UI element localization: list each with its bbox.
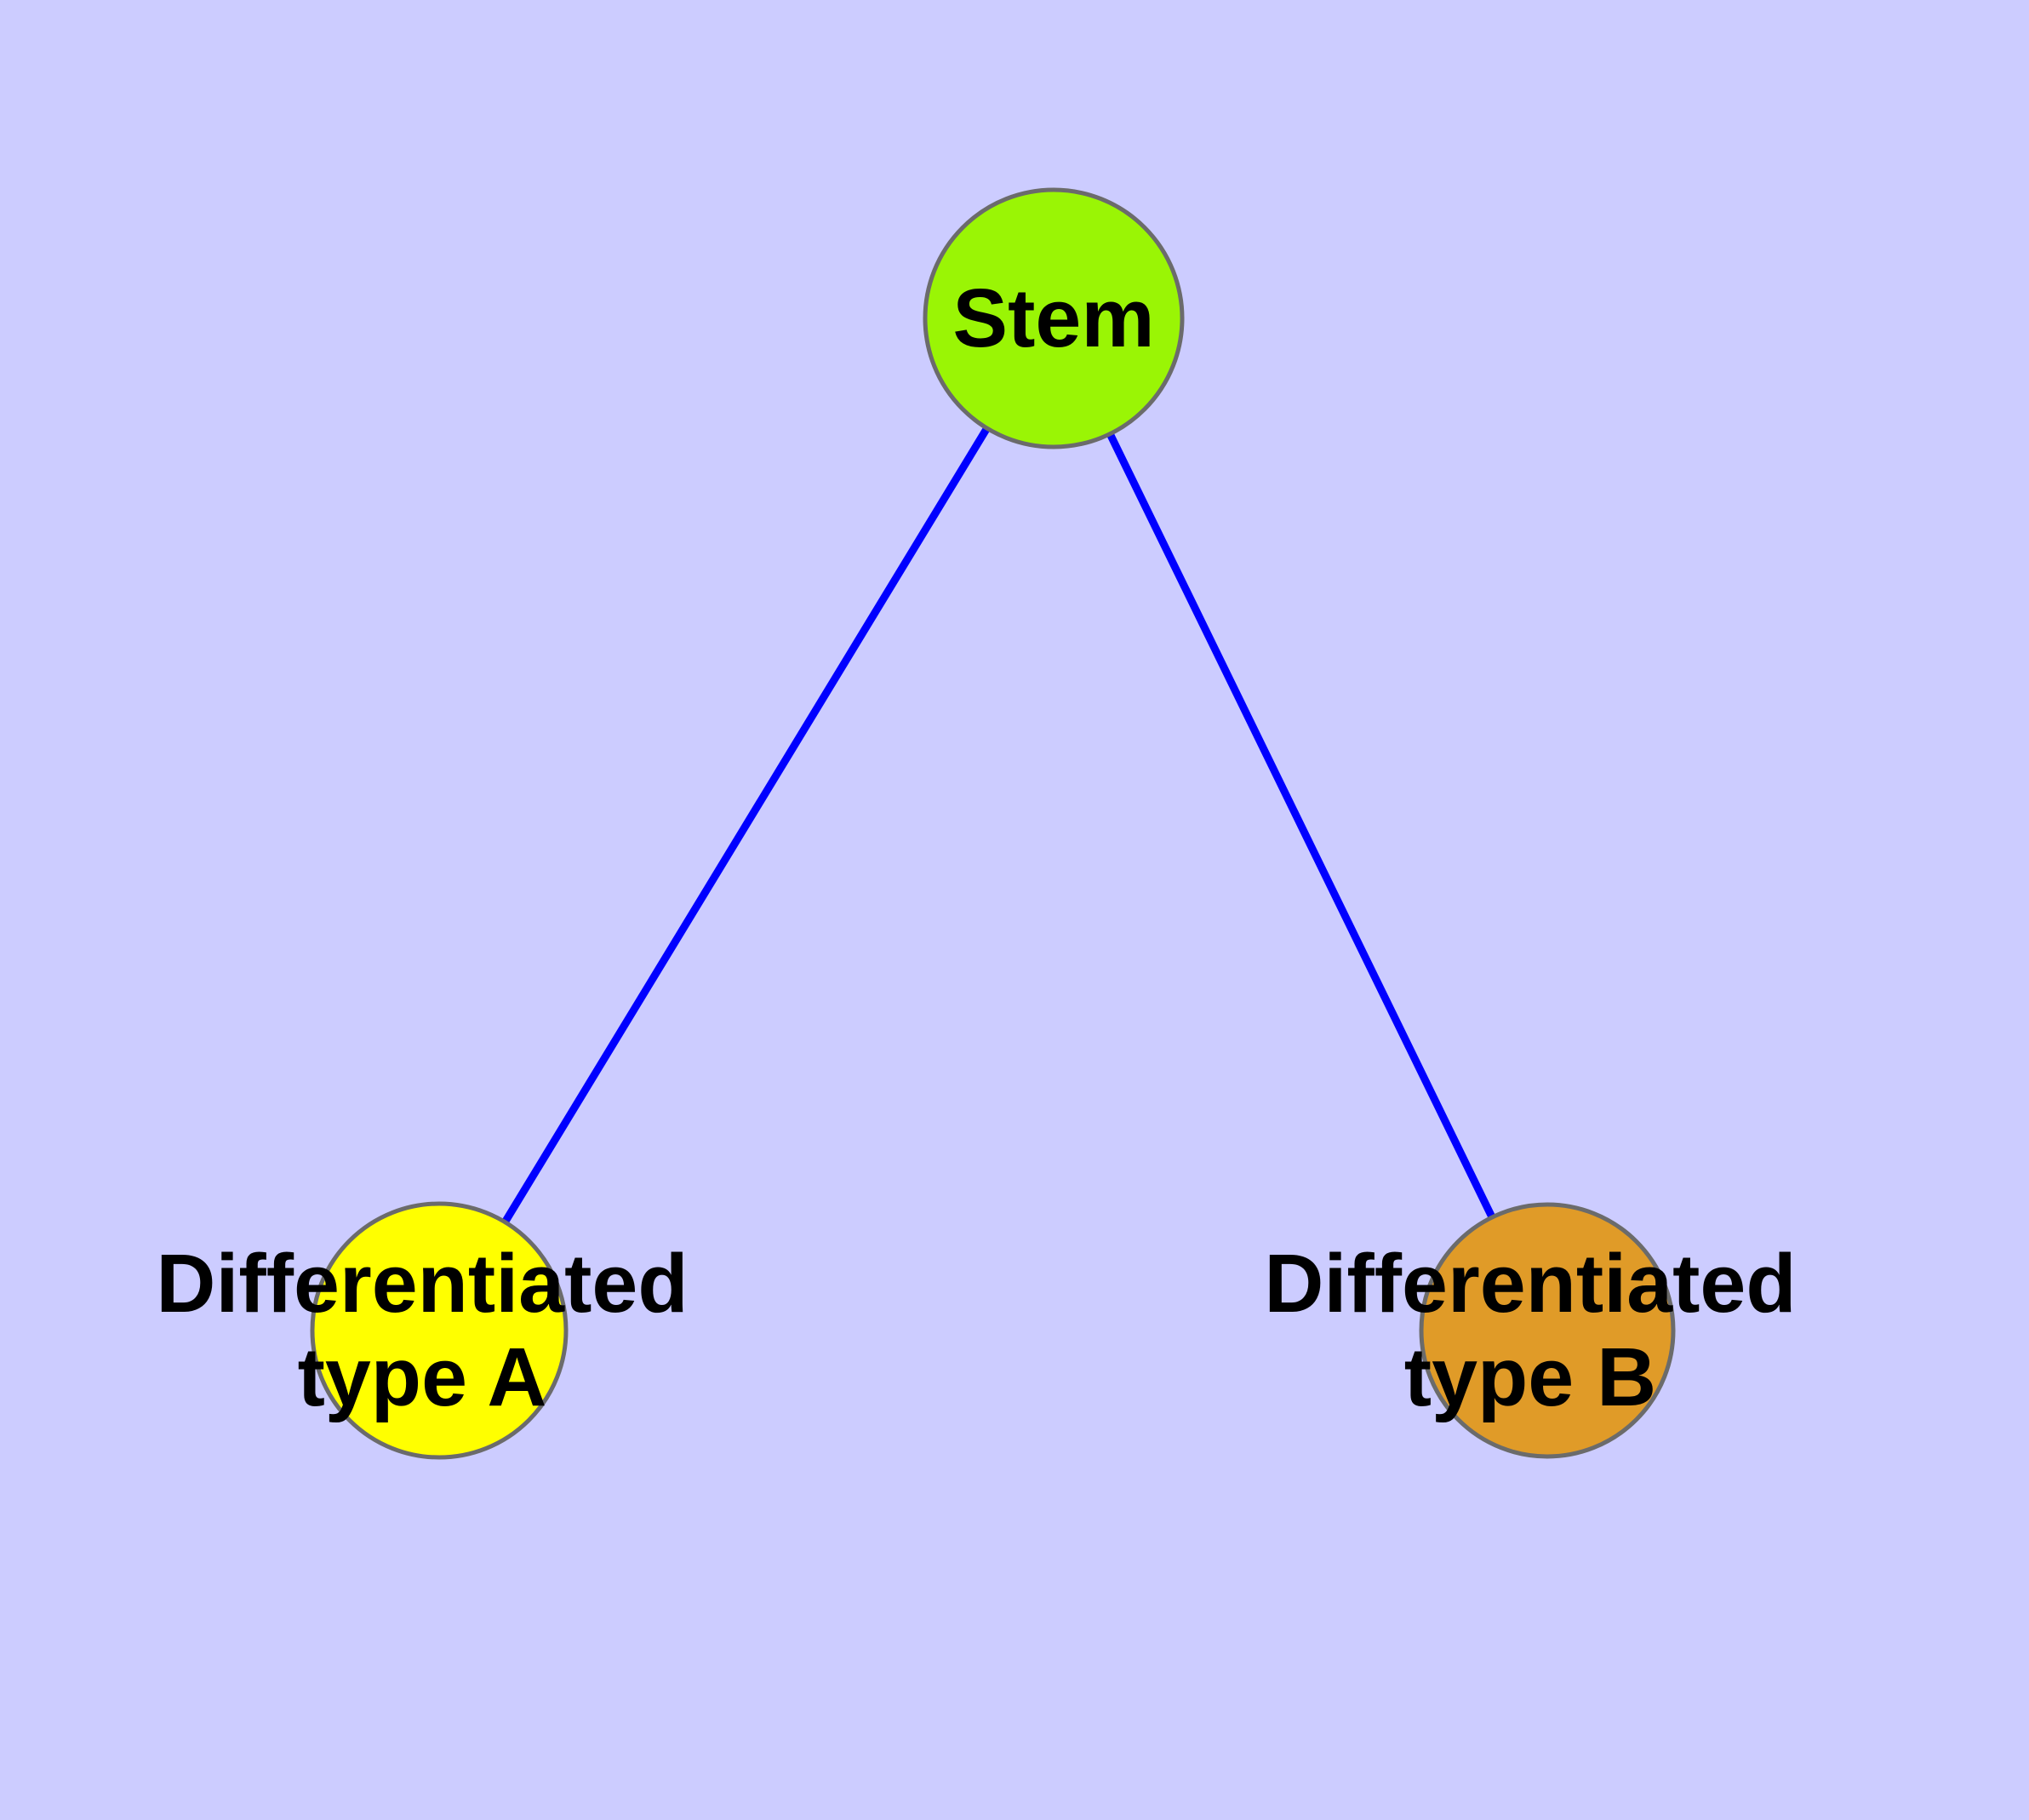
nodes-group bbox=[310, 187, 1676, 1460]
node-differentiated-type-b[interactable] bbox=[1419, 1202, 1676, 1459]
edges-group bbox=[436, 316, 1552, 1333]
node-differentiated-type-a[interactable] bbox=[310, 1201, 569, 1460]
edge-stem-to-differentiated-type-b[interactable] bbox=[1049, 317, 1552, 1332]
edge-stem-to-differentiated-type-a[interactable] bbox=[436, 316, 1057, 1333]
node-stem[interactable] bbox=[923, 187, 1185, 449]
